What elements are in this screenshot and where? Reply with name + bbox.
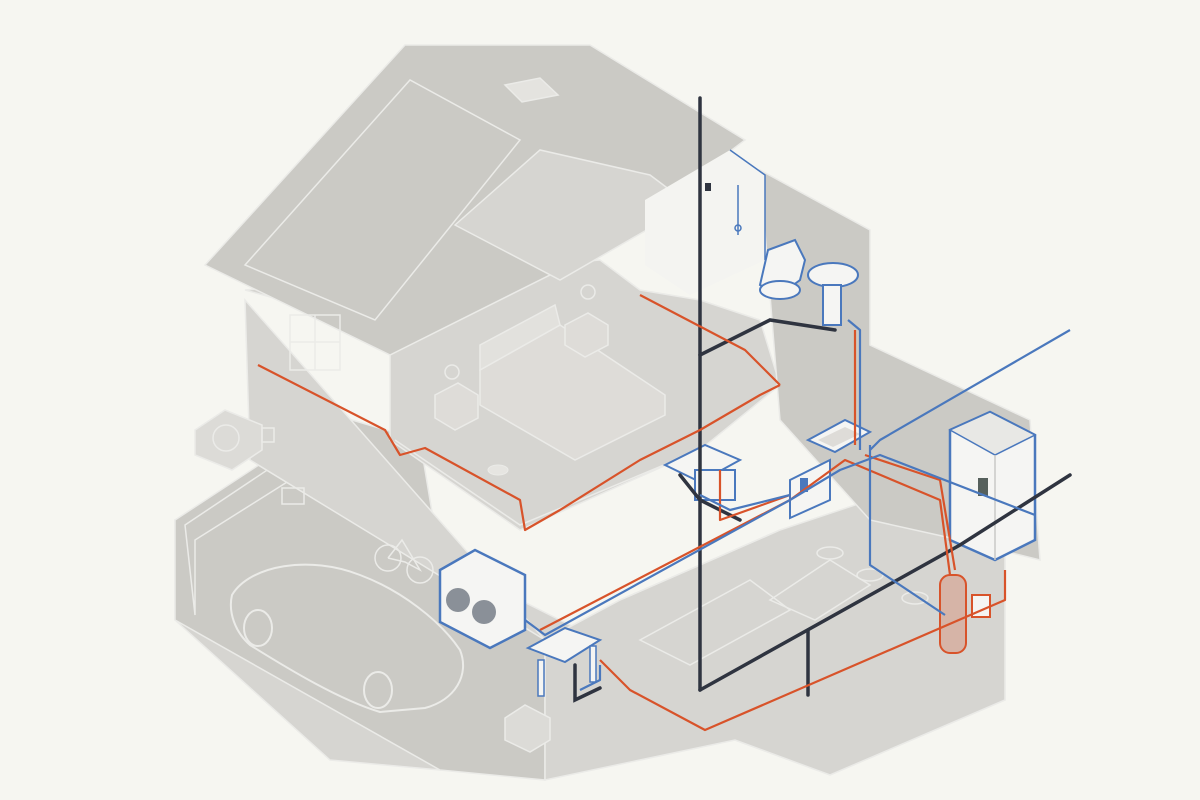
robot-vacuum (487, 464, 509, 476)
storage-box (504, 704, 551, 753)
bar-stool (816, 546, 844, 560)
bathroom-sink-upstairs (807, 262, 859, 326)
washer-dryer (438, 548, 527, 650)
manifold-display-icon (800, 478, 808, 492)
nightstand (564, 312, 609, 358)
electric-meter (261, 427, 275, 443)
plumbing-fixtures (438, 149, 1037, 697)
utility-sink (525, 626, 603, 697)
bed-headboard (479, 303, 561, 372)
nightstand (434, 382, 479, 431)
main-roof (203, 44, 747, 356)
shower-fixture (729, 149, 766, 260)
bar-stool (856, 568, 884, 582)
hot-water-pipes (257, 294, 1007, 732)
car (230, 563, 465, 714)
roof-panel (243, 79, 522, 321)
ac-unit (194, 409, 263, 471)
dining-table (768, 559, 872, 621)
bicycle-wheel (374, 544, 402, 572)
shower-stall (645, 150, 765, 295)
car-wheel (363, 671, 393, 709)
refrigerator (948, 410, 1037, 562)
dining-table (638, 579, 792, 666)
drain-waste-vent-pipes (573, 96, 1072, 703)
cold-water-pipes (524, 319, 1071, 691)
bicycle-wheel (406, 556, 434, 584)
lamp (580, 284, 596, 300)
car-wheel (243, 609, 273, 647)
shower-valve-icon (705, 183, 711, 191)
toilet-upstairs (758, 238, 807, 300)
fridge-display-icon (978, 478, 988, 496)
ac-fan (212, 424, 240, 452)
lamp (444, 364, 460, 380)
powder-room-sink (662, 443, 743, 501)
water-heater (939, 574, 967, 654)
roof-vent (503, 77, 560, 103)
side-window (281, 487, 305, 505)
house-cutaway (174, 44, 1041, 781)
bar-stool (901, 591, 929, 605)
